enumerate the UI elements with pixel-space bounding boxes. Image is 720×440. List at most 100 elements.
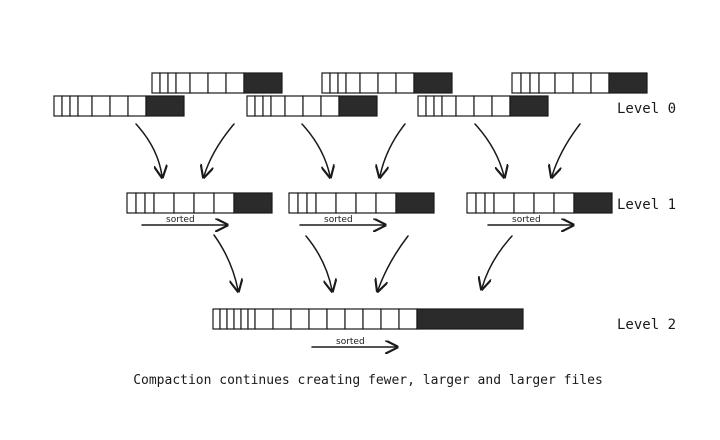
level1-label: Level 1	[617, 197, 676, 213]
file-filled-cell	[413, 72, 453, 94]
sorted-label: sorted	[166, 215, 195, 225]
file-cell	[491, 95, 511, 117]
level1-file	[466, 192, 613, 214]
file-cell	[355, 192, 377, 214]
file-cell	[380, 308, 400, 330]
file-cell	[153, 192, 175, 214]
file-cell	[345, 72, 361, 94]
file-cell	[240, 308, 249, 330]
file-cell	[493, 192, 515, 214]
file-cell	[226, 308, 235, 330]
level0-file	[417, 95, 549, 117]
merge-arrow	[213, 234, 238, 290]
file-cell	[127, 95, 147, 117]
caption: Compaction continues creating fewer, lar…	[133, 373, 603, 388]
merge-arrow	[305, 235, 332, 290]
file-cell	[126, 192, 137, 214]
file-cell	[511, 72, 522, 94]
file-cell	[513, 192, 535, 214]
file-filled-cell	[145, 95, 185, 117]
file-cell	[455, 95, 475, 117]
file-cell	[167, 72, 177, 94]
file-cell	[225, 72, 245, 94]
merge-arrow	[552, 123, 581, 176]
file-cell	[321, 72, 331, 94]
file-cell	[246, 95, 256, 117]
file-cell	[466, 192, 477, 214]
file-cell	[441, 95, 457, 117]
file-cell	[337, 72, 347, 94]
level1-file	[126, 192, 273, 214]
file-cell	[284, 95, 304, 117]
level0-file	[246, 95, 378, 117]
file-cell	[254, 308, 274, 330]
file-cell	[484, 192, 495, 214]
merge-arrow	[135, 123, 162, 176]
file-cell	[308, 308, 328, 330]
file-cell	[91, 95, 111, 117]
file-cell	[520, 72, 531, 94]
file-cell	[362, 308, 382, 330]
file-cell	[69, 95, 79, 117]
level0-file	[53, 95, 185, 117]
file-filled-cell	[416, 308, 524, 330]
file-cell	[262, 95, 272, 117]
file-cell	[233, 308, 242, 330]
level2-file	[212, 308, 524, 330]
merge-arrow	[301, 123, 330, 176]
file-cell	[213, 192, 235, 214]
merge-arrow	[474, 123, 504, 176]
file-cell	[53, 95, 63, 117]
sorted-indicator: sorted	[141, 215, 226, 225]
file-cell	[329, 72, 339, 94]
sorted-label: sorted	[324, 215, 353, 225]
sorted-indicator: sorted	[311, 337, 396, 347]
file-cell	[475, 192, 486, 214]
file-filled-cell	[509, 95, 549, 117]
sorted-indicator: sorted	[299, 215, 384, 225]
merge-arrow	[204, 123, 235, 176]
file-filled-cell	[395, 192, 435, 214]
file-cell	[529, 72, 540, 94]
file-cell	[306, 192, 317, 214]
file-cell	[533, 192, 555, 214]
file-cell	[377, 72, 397, 94]
merge-arrow	[380, 123, 406, 176]
level0-file	[151, 72, 283, 94]
file-cell	[417, 95, 427, 117]
file-filled-cell	[243, 72, 283, 94]
file-cell	[335, 192, 357, 214]
file-cell	[554, 72, 574, 94]
file-cell	[344, 308, 364, 330]
sorted-indicator: sorted	[487, 215, 572, 225]
file-cell	[315, 192, 337, 214]
file-cell	[538, 72, 556, 94]
file-cell	[207, 72, 227, 94]
file-cell	[144, 192, 155, 214]
sorted-label: sorted	[336, 337, 365, 347]
file-cell	[302, 95, 322, 117]
merge-arrow	[482, 235, 513, 288]
file-cell	[326, 308, 346, 330]
file-cell	[272, 308, 292, 330]
file-cell	[425, 95, 435, 117]
file-cell	[270, 95, 286, 117]
file-filled-cell	[233, 192, 273, 214]
file-cell	[159, 72, 169, 94]
level0-file	[511, 72, 648, 94]
file-cell	[473, 95, 493, 117]
file-cell	[288, 192, 299, 214]
file-cell	[572, 72, 592, 94]
level2-label: Level 2	[617, 317, 676, 333]
level1-file	[288, 192, 435, 214]
file-cell	[290, 308, 310, 330]
file-cell	[77, 95, 93, 117]
file-cell	[219, 308, 228, 330]
file-cell	[193, 192, 215, 214]
file-filled-cell	[573, 192, 613, 214]
file-cell	[61, 95, 71, 117]
file-cell	[109, 95, 129, 117]
file-cell	[320, 95, 340, 117]
